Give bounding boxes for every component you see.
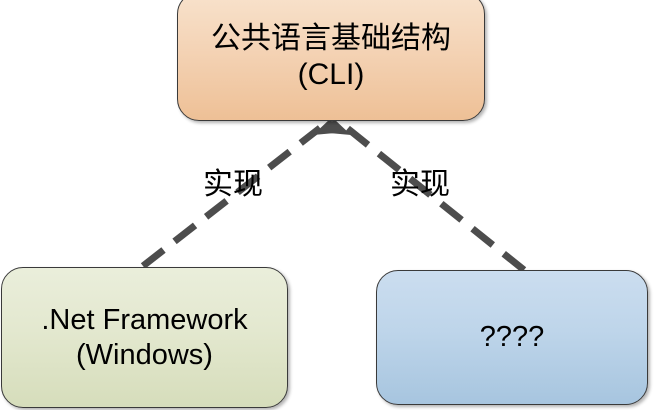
edge-left-label: 实现 xyxy=(203,168,263,201)
node-net-framework[interactable]: .Net Framework (Windows) xyxy=(1,267,288,408)
node-cli-line1: 公共语言基础结构 xyxy=(211,22,451,56)
node-cli-text: 公共语言基础结构 (CLI) xyxy=(203,21,459,92)
node-net-framework-line2: (Windows) xyxy=(76,338,213,371)
edge-right-label: 实现 xyxy=(390,168,450,201)
node-unknown-text: ???? xyxy=(472,320,553,354)
node-unknown[interactable]: ???? xyxy=(376,270,648,405)
node-cli[interactable]: 公共语言基础结构 (CLI) xyxy=(177,0,485,121)
node-cli-line2: (CLI) xyxy=(297,57,365,91)
node-net-framework-line1: .Net Framework xyxy=(41,304,248,337)
node-net-framework-text: .Net Framework (Windows) xyxy=(33,303,255,371)
node-unknown-line1: ???? xyxy=(479,321,545,354)
